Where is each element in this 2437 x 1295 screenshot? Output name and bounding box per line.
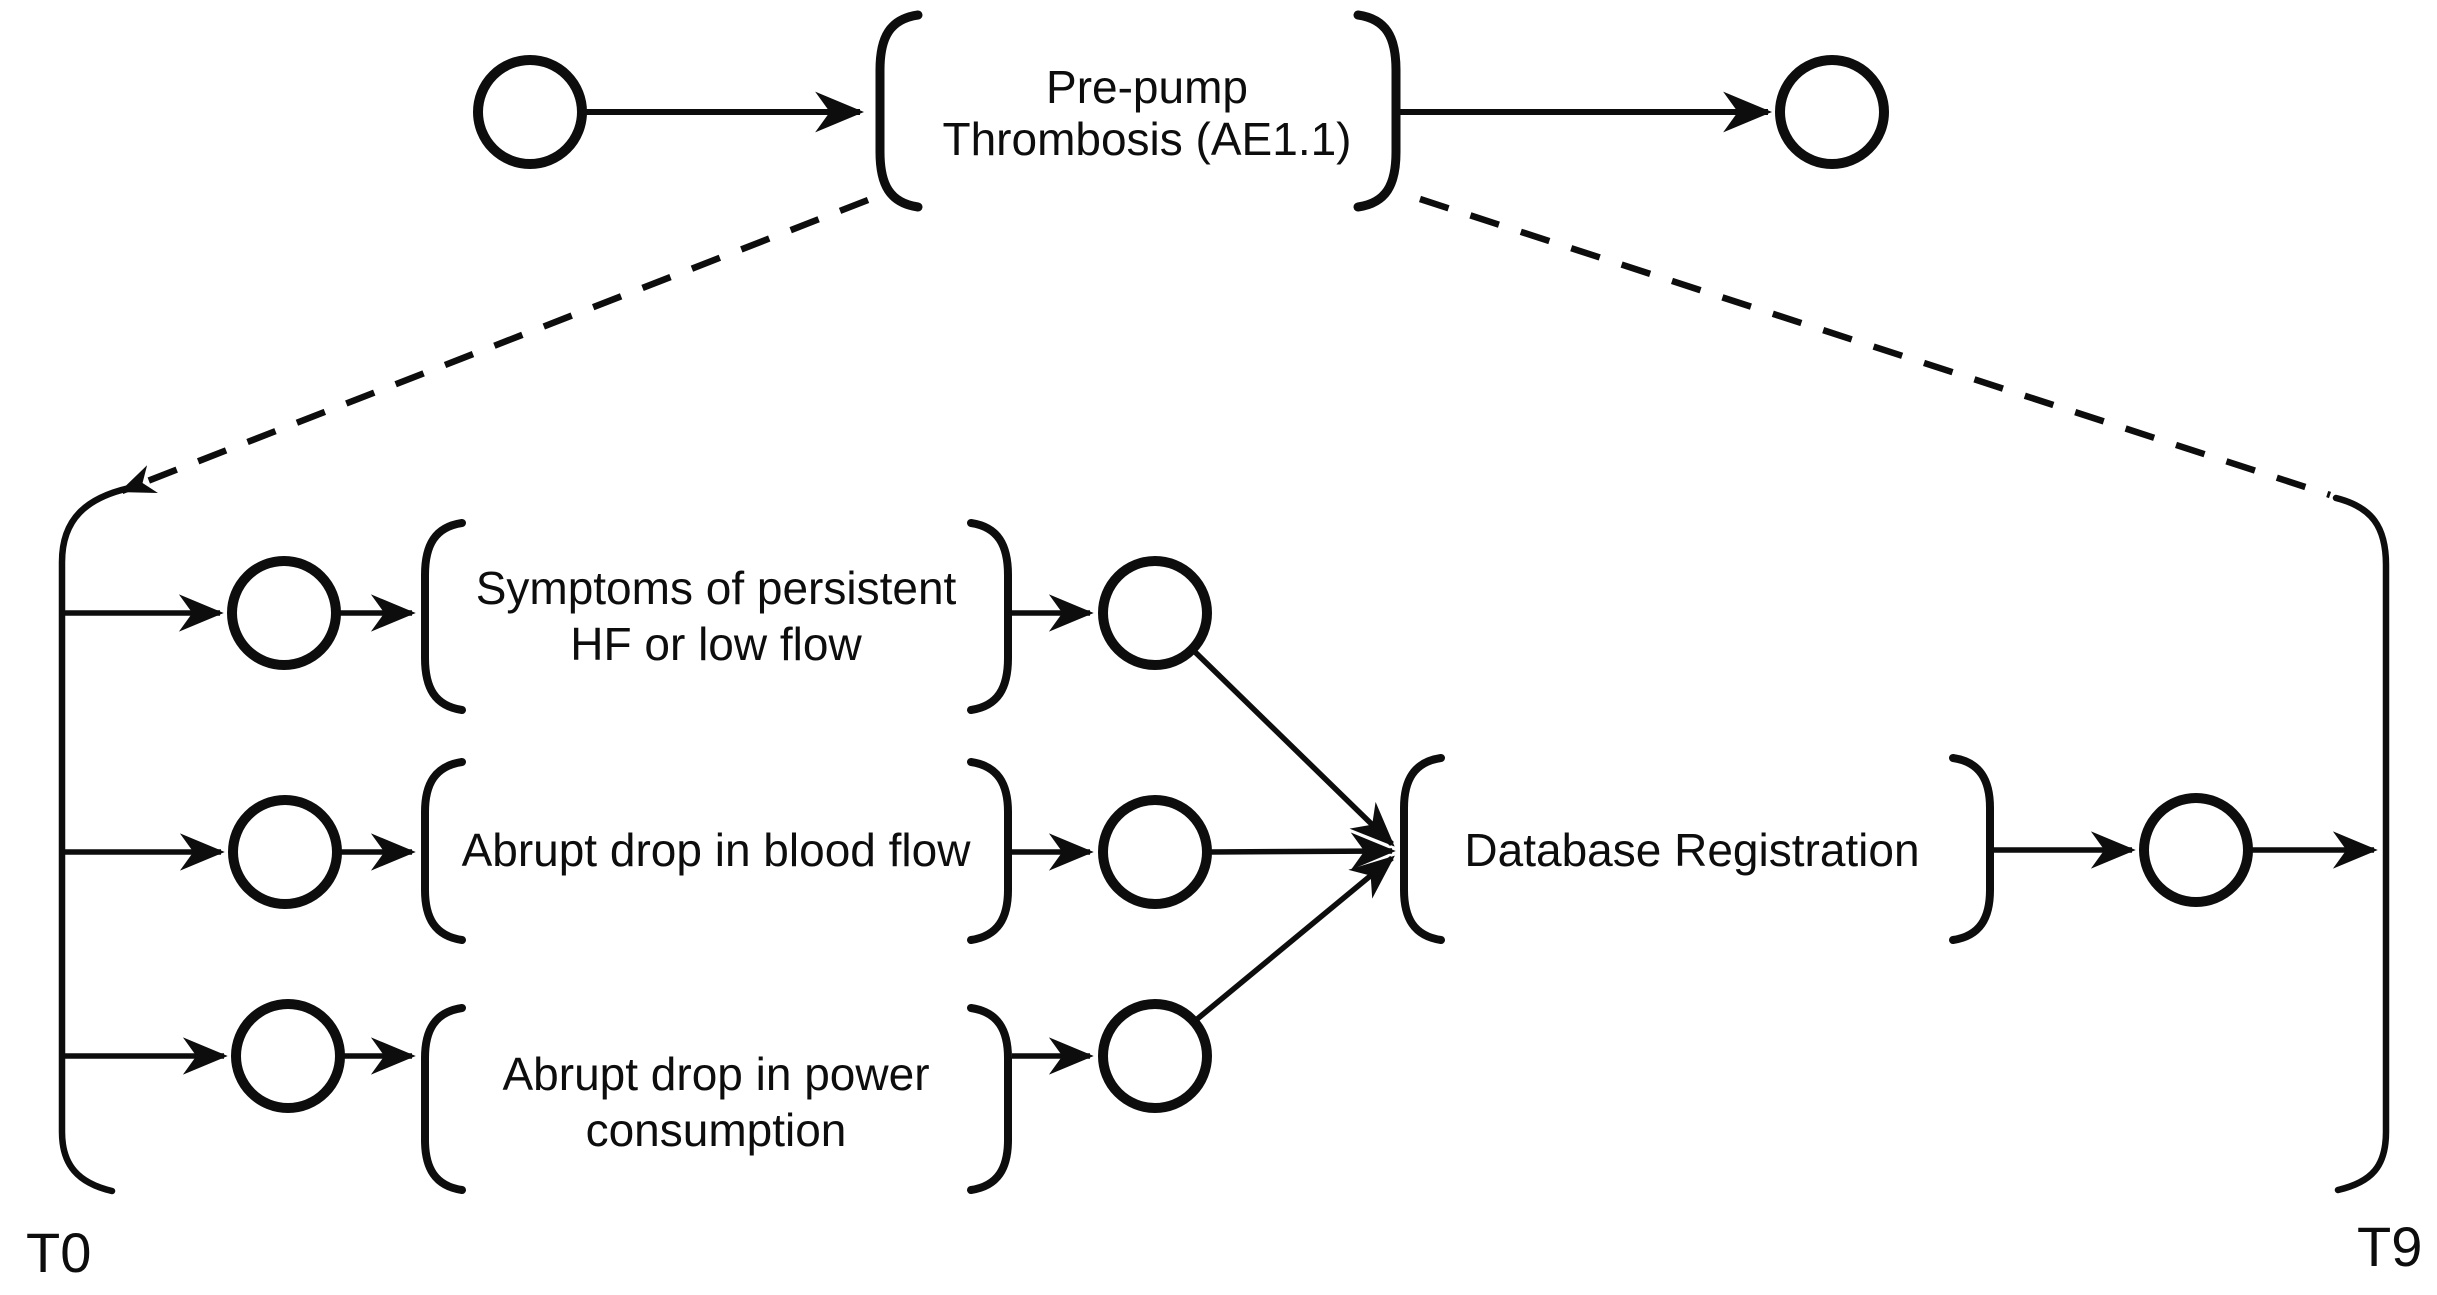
arc-branch1-to-join bbox=[1191, 648, 1395, 847]
place-branch2-in bbox=[228, 795, 342, 909]
bloodflow-label: Abrupt drop in blood flow bbox=[462, 824, 972, 876]
prepump-bracket-left bbox=[875, 10, 923, 212]
place-top-end bbox=[1775, 55, 1889, 169]
subnet-bracket-left bbox=[58, 483, 138, 1195]
power-bracket-right bbox=[967, 1004, 1012, 1194]
arc-branch2-to-join bbox=[1208, 832, 1396, 870]
place-branch1-in bbox=[227, 556, 341, 670]
place-branch3-out bbox=[1098, 999, 1212, 1113]
subnet-bracket-right bbox=[2332, 494, 2390, 1194]
symptoms-bracket-right bbox=[967, 519, 1012, 714]
symptoms-bracket-left bbox=[421, 519, 466, 714]
database-bracket-left bbox=[1400, 754, 1445, 944]
place-final bbox=[2139, 793, 2253, 907]
arc-branch3-to-join bbox=[1194, 855, 1395, 1023]
expansion-link-left bbox=[119, 196, 870, 495]
database-bracket-right bbox=[1949, 754, 1994, 944]
timepoint-start-label: T0 bbox=[26, 1221, 91, 1284]
power-label-line2: consumption bbox=[586, 1104, 847, 1156]
bloodflow-bracket-right bbox=[967, 758, 1012, 944]
power-bracket-left bbox=[421, 1004, 466, 1194]
symptoms-label-line1: Symptoms of persistent bbox=[476, 562, 957, 614]
place-branch3-in bbox=[231, 999, 345, 1113]
prepump-bracket-right bbox=[1353, 10, 1401, 212]
database-label: Database Registration bbox=[1464, 824, 1919, 876]
place-branch2-out bbox=[1098, 795, 1212, 909]
bloodflow-bracket-left bbox=[421, 758, 466, 944]
place-top-start bbox=[473, 55, 587, 169]
prepump-label-line1: Pre-pump bbox=[1046, 61, 1248, 113]
timepoint-end-label: T9 bbox=[2357, 1215, 2422, 1278]
power-label-line1: Abrupt drop in power bbox=[502, 1048, 929, 1100]
expansion-link-right bbox=[1418, 195, 2332, 499]
prepump-label-line2: Thrombosis (AE1.1) bbox=[942, 113, 1351, 165]
symptoms-label-line2: HF or low flow bbox=[570, 618, 862, 670]
place-branch1-out bbox=[1098, 556, 1212, 670]
